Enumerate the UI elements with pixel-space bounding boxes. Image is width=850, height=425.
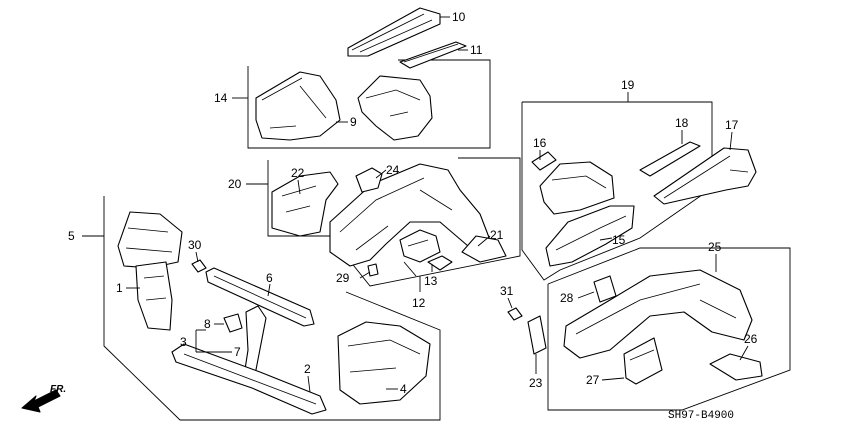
- callout-14: 14: [214, 91, 228, 105]
- callout-17: 17: [725, 118, 739, 132]
- callout-19: 19: [621, 78, 635, 92]
- front-direction-arrow: FR.: [21, 384, 66, 413]
- callout-29: 29: [336, 271, 350, 285]
- part-1-drawing: [135, 261, 173, 331]
- part-4-drawing: [337, 321, 431, 405]
- callout-20: 20: [228, 177, 242, 191]
- callout-28: 28: [560, 291, 574, 305]
- callout-18: 18: [675, 116, 689, 130]
- callout-30: 30: [188, 238, 202, 252]
- callout-16: 16: [533, 136, 547, 150]
- frame-group-25: [547, 247, 791, 411]
- frame-group-20: [267, 157, 521, 287]
- callout-11: 11: [470, 43, 483, 57]
- frame-group-19: [521, 101, 713, 281]
- part-6-drawing: [205, 267, 315, 327]
- callout-7: 7: [234, 345, 241, 359]
- callout-24: 24: [386, 163, 400, 177]
- part-23-drawing: [527, 315, 547, 355]
- part-19-main-drawing: [539, 161, 615, 215]
- callout-12: 12: [412, 296, 426, 310]
- callout-31: 31: [500, 284, 514, 298]
- part-22-drawing: [271, 171, 339, 237]
- part-5-upper-drawing: [117, 211, 183, 269]
- part-13-drawing: [427, 255, 453, 271]
- callout-9: 9: [350, 115, 357, 129]
- callout-6: 6: [266, 271, 273, 285]
- callout-10: 10: [452, 10, 466, 24]
- callout-25: 25: [708, 240, 722, 254]
- frame-group-5: [103, 196, 441, 421]
- callout-21: 21: [490, 228, 504, 242]
- part-14-left-drawing: [255, 71, 341, 141]
- arrow-left-icon: [21, 389, 61, 413]
- part-9-drawing: [357, 75, 433, 141]
- callout-27: 27: [586, 373, 600, 387]
- part-2-drawing: [171, 343, 327, 415]
- part-26-drawing: [709, 353, 763, 381]
- part-24-drawing: [355, 167, 383, 193]
- callout-labels: 10 11 14 9 19 18 17 16 20 22 24 21 15 5 …: [68, 10, 758, 396]
- part-25-main-drawing: [563, 269, 753, 359]
- part-16-drawing: [531, 151, 557, 171]
- group-frames: [103, 59, 791, 421]
- diagram-code: SH97-B4900: [668, 410, 734, 422]
- part-30-drawing: [191, 259, 207, 273]
- part-11-drawing: [399, 41, 467, 69]
- part-18-drawing: [639, 141, 701, 177]
- part-10-drawing: [347, 7, 441, 57]
- part-8-drawing: [223, 313, 243, 333]
- callout-22: 22: [291, 166, 305, 180]
- callout-4: 4: [400, 382, 407, 396]
- callout-2: 2: [304, 362, 311, 376]
- direction-label: FR.: [50, 384, 66, 395]
- frame-group-14: [247, 59, 491, 149]
- callout-15: 15: [612, 233, 626, 247]
- leader-lines: [82, 16, 749, 393]
- callout-23: 23: [529, 376, 543, 390]
- callout-1: 1: [116, 281, 123, 295]
- callout-13: 13: [424, 274, 438, 288]
- part-12-drawing: [399, 229, 441, 263]
- part-29-drawing: [367, 263, 379, 277]
- callout-8: 8: [204, 317, 211, 331]
- callout-5: 5: [68, 229, 75, 243]
- part-27-drawing: [623, 337, 663, 385]
- part-17-drawing: [653, 147, 757, 205]
- part-21-drawing: [461, 235, 507, 263]
- callout-3: 3: [180, 335, 187, 349]
- part-15-drawing: [545, 205, 635, 267]
- part-31-drawing: [507, 307, 523, 321]
- callout-26: 26: [744, 332, 758, 346]
